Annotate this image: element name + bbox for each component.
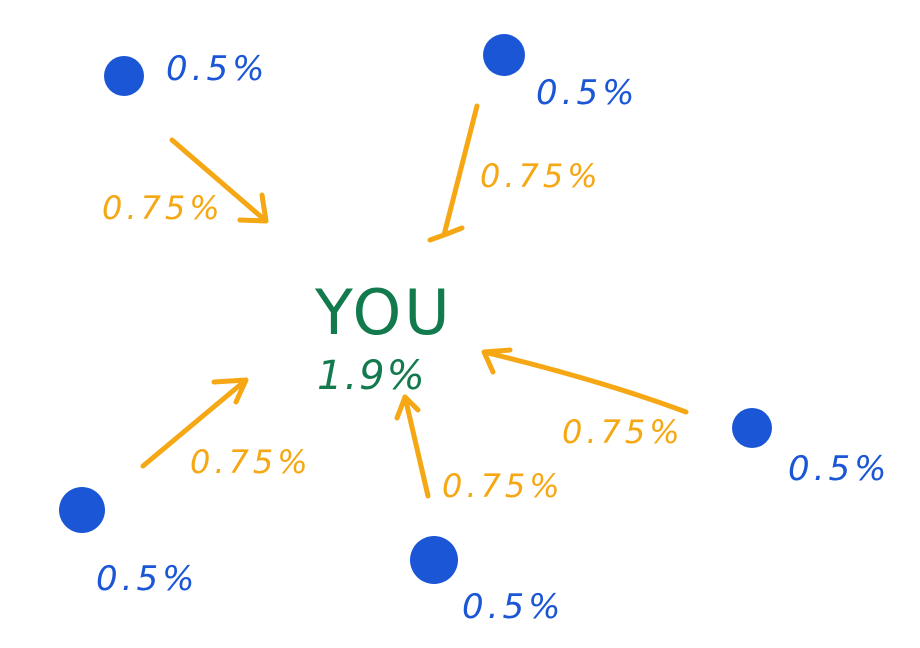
- edge-label-bottom: 0.75%: [442, 467, 564, 505]
- edge-label-top-left: 0.75%: [102, 189, 224, 227]
- node-dot-bottom: [410, 536, 458, 584]
- node-label-top-left: 0.5%: [166, 49, 269, 89]
- node-dot-top-right: [483, 34, 525, 76]
- edge-arrow-top-left: [169, 137, 269, 224]
- node-label-top-right: 0.5%: [536, 73, 639, 113]
- node-label-bottom: 0.5%: [462, 587, 565, 627]
- node-dot-bottom-left: [59, 487, 105, 533]
- edge-label-bottom-left: 0.75%: [190, 443, 312, 481]
- edge-arrow-right: [481, 347, 689, 415]
- edge-label-top-right: 0.75%: [480, 157, 602, 195]
- edge-label-right: 0.75%: [562, 413, 684, 451]
- node-label-right: 0.5%: [788, 449, 891, 489]
- node-label-bottom-left: 0.5%: [96, 559, 199, 599]
- edge-arrow-bottom-left: [140, 377, 249, 469]
- node-dot-right: [732, 408, 772, 448]
- node-dot-top-left: [104, 56, 144, 96]
- center-node-name: YOU: [315, 276, 453, 349]
- center-node-value: 1.9%: [317, 353, 427, 399]
- edge-arrow-bottom: [394, 394, 431, 499]
- edge-arrow-top-right: [427, 103, 480, 243]
